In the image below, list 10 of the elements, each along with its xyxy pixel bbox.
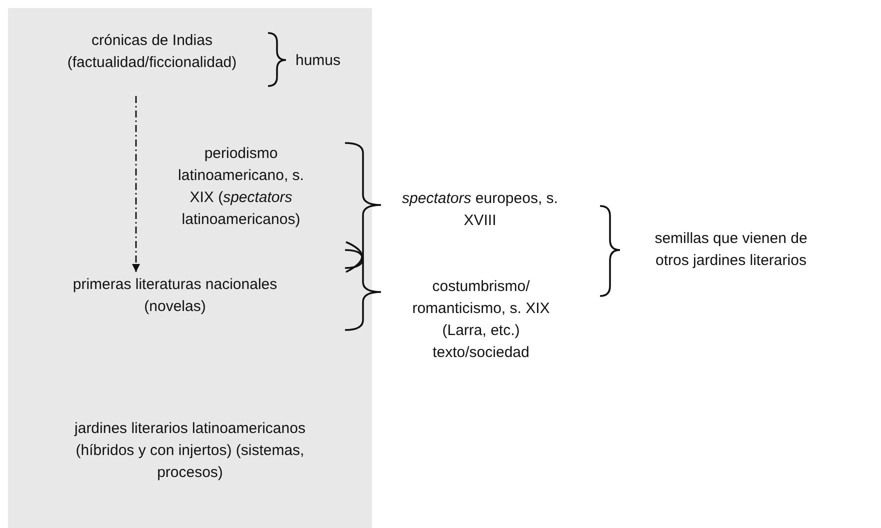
concept-label: spectators europeos, s. XVIII [400,188,560,234]
panel-background [8,8,372,528]
concept-label: humus [288,50,348,72]
concept-label: primeras literaturas nacionales (novelas) [60,274,290,320]
arrow [132,96,140,272]
concept-label: costumbrismo/ romanticismo, s. XIX (Larra, etc.) texto/sociedad [396,276,566,366]
concept-label: jardines literarios latinoamericanos (híbridos y con injertos) (sistemas, procesos) [55,418,325,486]
concept-label: crónicas de Indias (factualidad/ficcionalidad) [40,30,264,76]
concept-label: semillas que vienen de otros jardines literarios [636,228,826,274]
concept-label: periodismo latinoamericano, s. XIX (spectators latinoamericanos) [178,143,304,255]
